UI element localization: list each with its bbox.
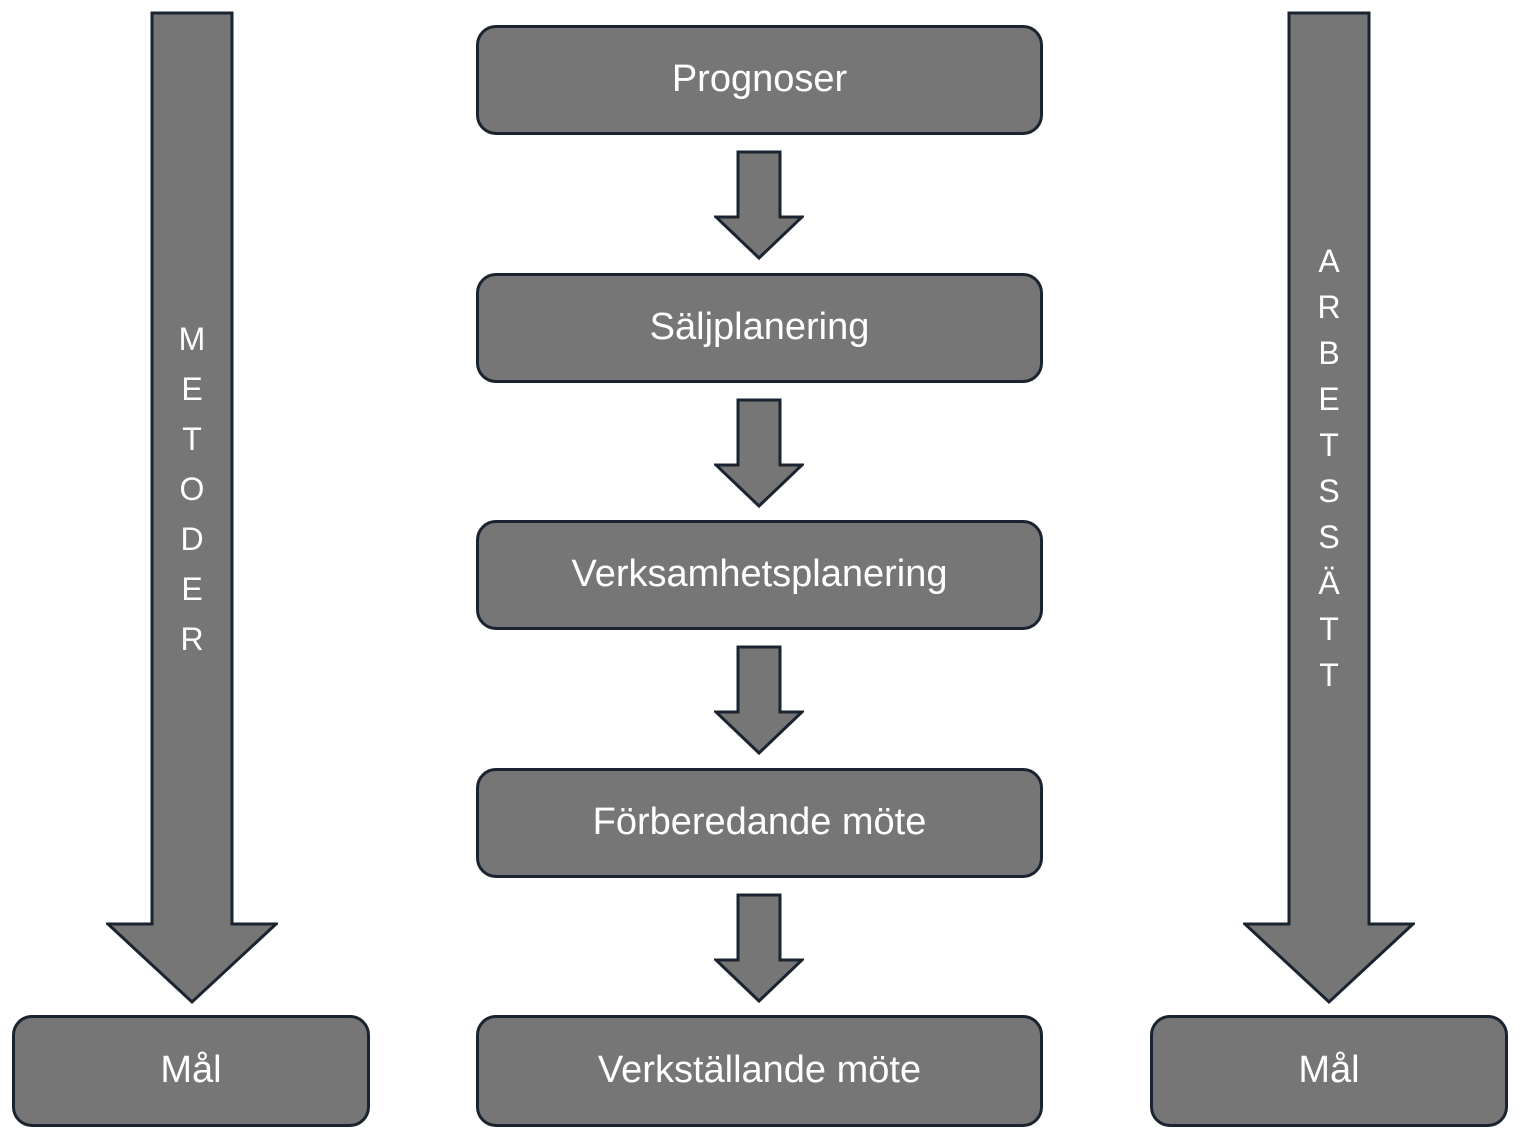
metoder-down-arrow-icon	[106, 11, 278, 1005]
flow-step-verkstallande-mote: Verkställande möte	[476, 1015, 1043, 1127]
flow-step-forberedande-mote: Förberedande möte	[476, 768, 1043, 878]
metoder-arrow-label: M E T O D E R	[178, 321, 206, 657]
flow-connector-arrow-icon-4	[714, 893, 804, 1004]
flow-connector-arrow-icon-1	[714, 150, 804, 261]
goal-box-right: Mål	[1150, 1015, 1508, 1127]
flow-step-label: Verksamhetsplanering	[571, 553, 948, 596]
goal-label: Mål	[1298, 1049, 1360, 1092]
arbetssatt-arrow-label: A R B E T S S Ä T T	[1317, 243, 1341, 693]
flow-step-label: Säljplanering	[649, 306, 870, 349]
flow-connector-arrow-icon-2	[714, 398, 804, 509]
flow-step-prognoser: Prognoser	[476, 25, 1043, 135]
goal-label: Mål	[160, 1049, 222, 1092]
flow-step-label: Prognoser	[671, 58, 848, 101]
flow-step-label: Förberedande möte	[592, 801, 927, 844]
flow-step-label: Verkställande möte	[597, 1049, 922, 1092]
arbetssatt-down-arrow-icon	[1243, 11, 1415, 1005]
flow-step-saljplanering: Säljplanering	[476, 273, 1043, 383]
flow-step-verksamhetsplanering: Verksamhetsplanering	[476, 520, 1043, 630]
flow-connector-arrow-icon-3	[714, 645, 804, 756]
goal-box-left: Mål	[12, 1015, 370, 1127]
